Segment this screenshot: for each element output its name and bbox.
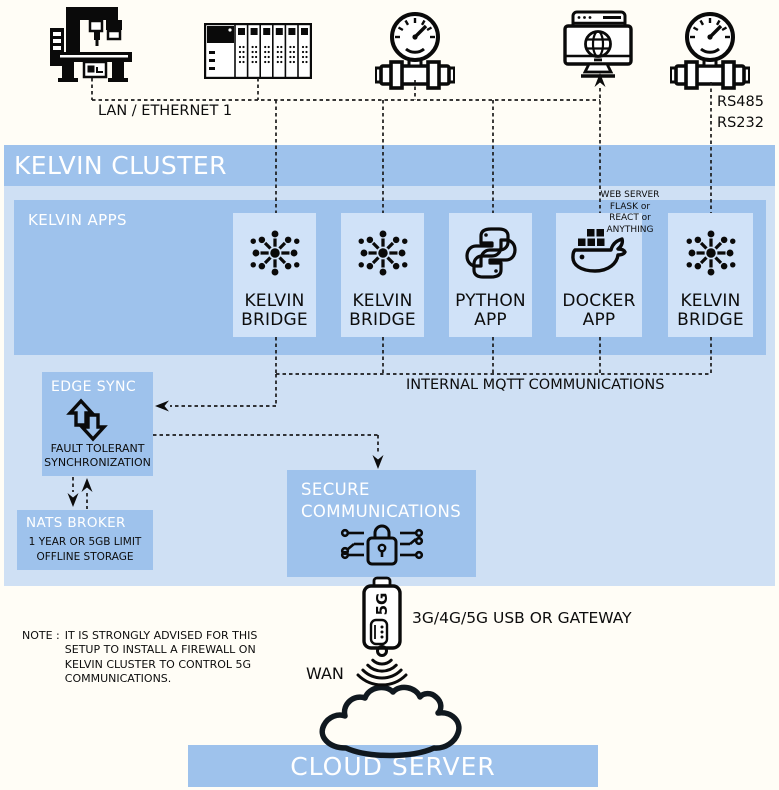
cnc-machine-icon xyxy=(50,4,146,84)
docker-icon xyxy=(556,213,642,292)
lock-circuit-icon xyxy=(334,516,430,570)
nats-broker-box: NATS BROKER 1 YEAR OR 5GB LIMIT OFFLINE … xyxy=(17,510,153,570)
hub-icon xyxy=(668,213,753,292)
kelvin-cluster-title: KELVIN CLUSTER xyxy=(14,151,227,180)
flow-meter-icon xyxy=(375,8,455,90)
lan-label: LAN / ETHERNET 1 xyxy=(98,103,233,119)
edge-sync-caption: FAULT TOLERANT SYNCHRONIZATION xyxy=(44,442,151,469)
note-prefix: NOTE : xyxy=(22,629,60,642)
rs485-label: RS485 xyxy=(717,94,764,110)
wan-label: WAN xyxy=(306,664,344,683)
rs232-label: RS232 xyxy=(717,115,764,131)
usb-5g-dongle-icon: 5G xyxy=(360,576,404,652)
secure-comms-box: SECURE COMMUNICATIONS xyxy=(287,470,476,577)
firewall-note: NOTE : IT IS STRONGLY ADVISED FOR THIS S… xyxy=(22,629,257,686)
edge-sync-box: EDGE SYNC FAULT TOLERANT SYNCHRONIZATION xyxy=(42,372,153,476)
nats-broker-title: NATS BROKER xyxy=(26,515,126,531)
gateway-label: 3G/4G/5G USB OR GATEWAY xyxy=(412,609,632,627)
web-server-note: WEB SERVER FLASK or REACT or ANYTHING xyxy=(600,190,660,235)
sync-arrows-icon xyxy=(64,398,110,442)
plc-icon xyxy=(204,23,312,79)
kelvin-apps-title: KELVIN APPS xyxy=(28,211,127,229)
web-terminal-icon xyxy=(559,10,637,82)
serial-labels: RS485 RS232 xyxy=(717,92,764,134)
cloud-icon xyxy=(312,682,468,766)
note-body: IT IS STRONGLY ADVISED FOR THIS SETUP TO… xyxy=(64,629,258,685)
edge-sync-title: EDGE SYNC xyxy=(51,379,137,395)
hub-icon xyxy=(233,213,316,292)
flow-meter-icon xyxy=(670,8,750,90)
mqtt-label: INTERNAL MQTT COMMUNICATIONS xyxy=(406,377,665,393)
hub-icon xyxy=(341,213,424,292)
secure-comms-title: SECURE COMMUNICATIONS xyxy=(301,480,462,521)
dongle-5g-text: 5G xyxy=(373,593,391,616)
nats-broker-caption: 1 YEAR OR 5GB LIMIT OFFLINE STORAGE xyxy=(28,536,142,563)
python-icon xyxy=(449,213,532,292)
kelvin-cluster-header: KELVIN CLUSTER xyxy=(4,145,775,186)
wifi-signal-icon xyxy=(344,644,420,690)
